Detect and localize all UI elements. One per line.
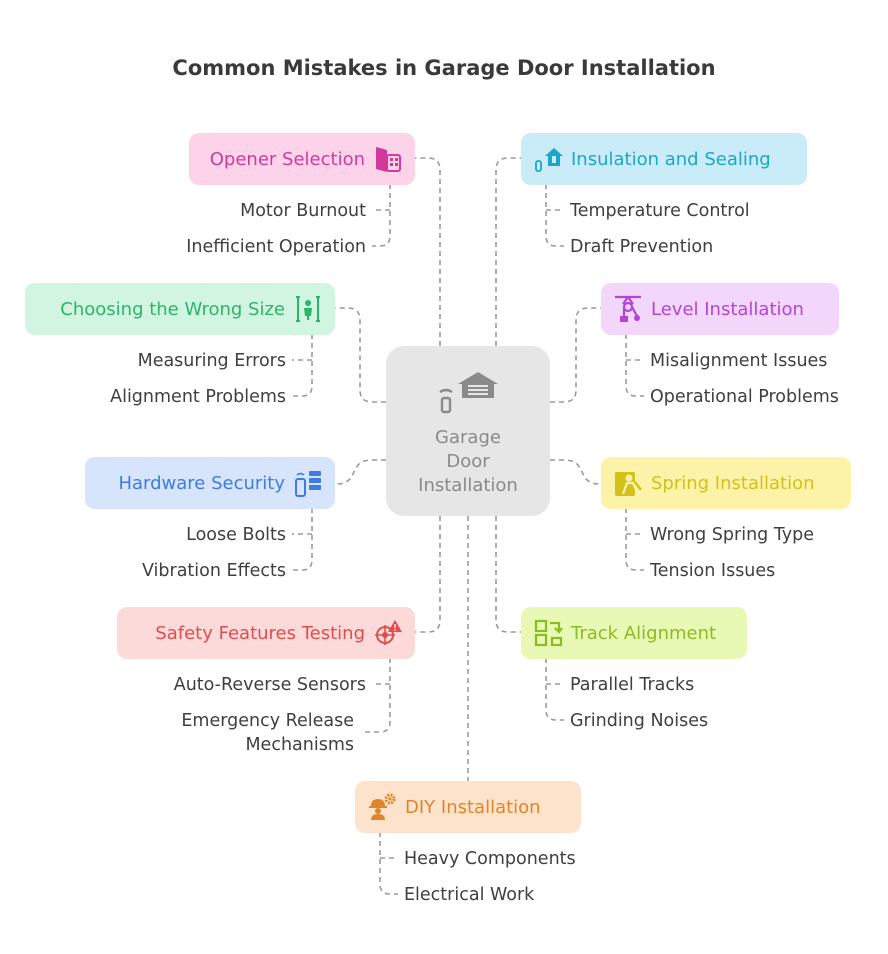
diagram-title: Common Mistakes in Garage Door Installat… [172,56,716,80]
item-vibration-effects: Vibration Effects [141,561,286,581]
item-alignment-problems: Alignment Problems [110,387,286,407]
warning-sensor-icon [375,620,402,645]
item-electrical-work: Electrical Work [404,885,535,905]
branch-level-installation: Level Installation [601,283,839,335]
phone-server-icon [295,471,321,497]
branch-label: Spring Installation [651,472,815,494]
branch-wrong-size: Choosing the Wrong Size [25,283,335,335]
branch-label: DIY Installation [405,796,541,818]
home-thermometer-icon [535,148,563,172]
center-node: Garage Door Installation [386,346,550,516]
branch-insulation-sealing: Insulation and Sealing [521,133,807,185]
item-inefficient-operation: Inefficient Operation [186,237,366,257]
item-temperature-control: Temperature Control [570,201,750,221]
branch-label: Track Alignment [571,622,717,644]
branch-label: Level Installation [651,298,804,320]
branch-spring-installation: Spring Installation [601,457,851,509]
branch-label: Safety Features Testing [155,622,365,644]
item-emergency-release: Emergency Release Mechanisms [181,711,354,755]
branch-label: Hardware Security [118,472,285,494]
item-grinding-noises: Grinding Noises [570,711,709,731]
item-wrong-spring-type: Wrong Spring Type [650,525,815,545]
garage-door-icon [439,372,498,414]
item-measuring-errors: Measuring Errors [137,351,286,371]
item-motor-burnout: Motor Burnout [240,201,366,221]
branch-hardware-security: Hardware Security [85,457,335,509]
item-draft-prevention: Draft Prevention [570,237,714,257]
branch-label: Insulation and Sealing [571,148,771,170]
measure-person-icon [296,296,320,322]
item-heavy-components: Heavy Components [404,849,576,869]
worker-icon [615,472,642,496]
item-tension-issues: Tension Issues [650,561,776,581]
branch-label: Choosing the Wrong Size [60,298,285,320]
center-label: Garage Door Installation [418,427,518,496]
item-misalignment-issues: Misalignment Issues [650,351,828,371]
item-parallel-tracks: Parallel Tracks [570,675,695,695]
item-auto-reverse-sensors: Auto-Reverse Sensors [173,675,366,695]
track-layout-icon [534,619,563,647]
branch-track-alignment: Track Alignment [521,607,747,659]
branch-diy-installation: DIY Installation [355,781,581,833]
branch-safety-testing: Safety Features Testing [117,607,415,659]
pulley-icon [615,295,641,322]
worker-gear-icon [369,793,396,820]
item-loose-bolts: Loose Bolts [186,525,286,545]
item-operational-problems: Operational Problems [650,387,839,407]
door-icon [376,147,401,172]
branch-opener-selection: Opener Selection [189,133,415,185]
branch-label: Opener Selection [209,148,365,170]
